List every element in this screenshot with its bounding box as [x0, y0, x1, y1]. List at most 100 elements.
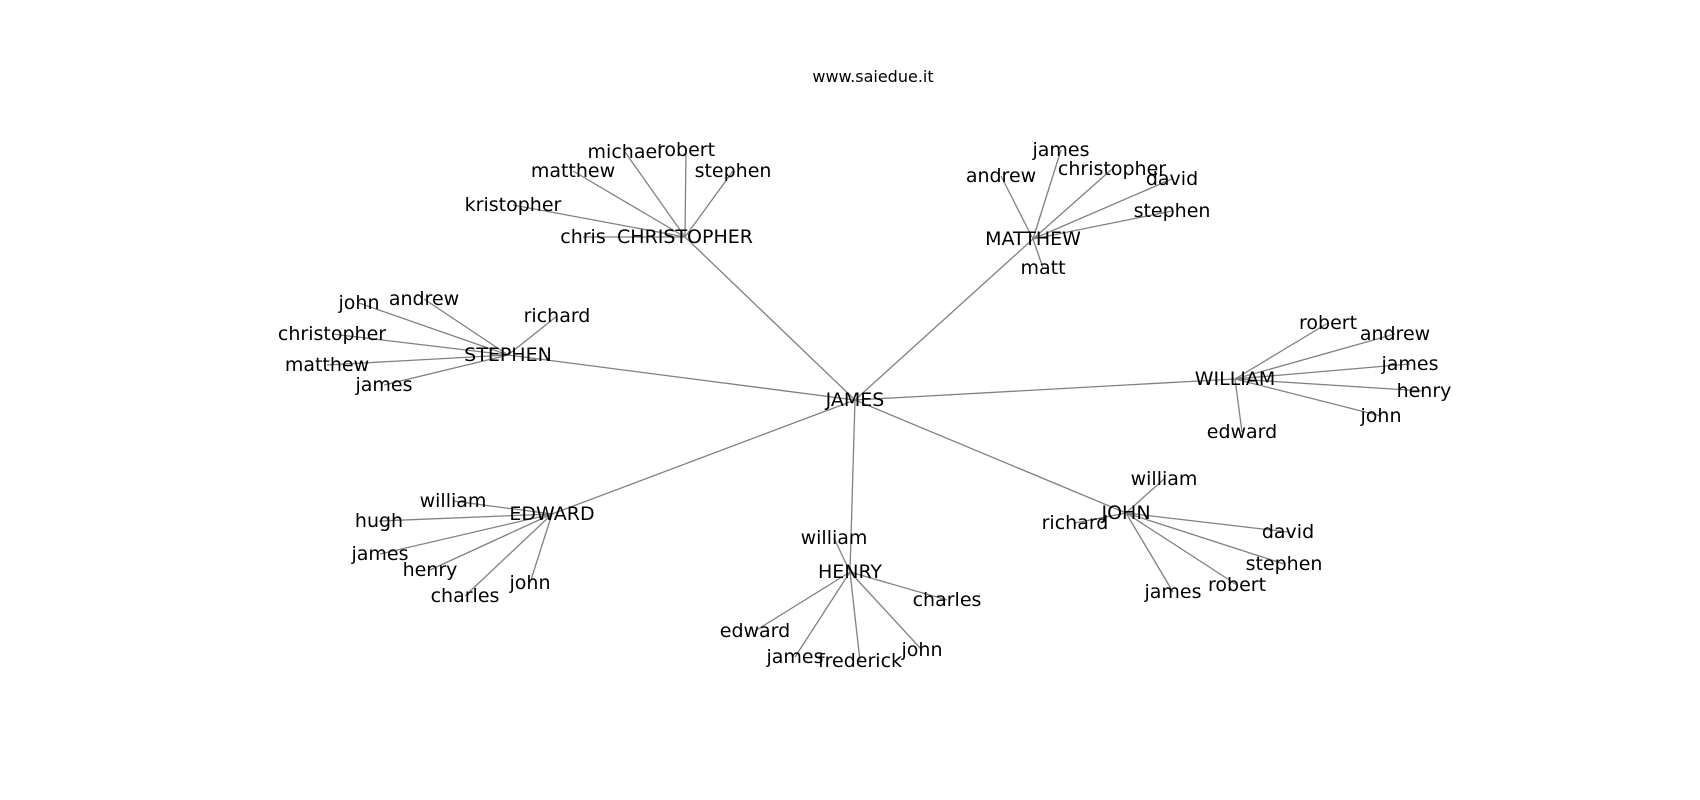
edge-hub-to-leaf: [849, 571, 861, 662]
leaf-node-label: matthew: [531, 160, 615, 182]
edge-center-to-hub: [684, 236, 856, 401]
leaf-node-label: stephen: [1134, 200, 1211, 222]
edge-hub-to-leaf: [1032, 210, 1173, 240]
leaf-node-label: james: [1031, 139, 1089, 161]
leaf-node-label: robert: [657, 139, 715, 161]
edge-center-to-hub: [854, 238, 1034, 401]
edge-hub-to-leaf: [849, 571, 923, 651]
leaf-node-label: kristopher: [465, 194, 562, 216]
leaf-node-label: andrew: [1360, 323, 1430, 345]
leaf-node-label: william: [420, 490, 487, 512]
leaf-node-label: david: [1146, 168, 1198, 190]
edge-hub-to-leaf: [833, 537, 851, 573]
edge-hub-to-leaf: [1234, 322, 1329, 380]
leaf-node-label: edward: [720, 620, 790, 642]
hub-node-label: JOHN: [1100, 502, 1150, 524]
leaf-node-label: james: [350, 543, 408, 565]
edge-center-to-hub: [507, 354, 856, 401]
leaf-node-label: richard: [1042, 512, 1109, 534]
leaf-node-label: william: [1131, 468, 1198, 490]
edge-hub-to-leaf: [1234, 378, 1425, 392]
hub-node-label: HENRY: [818, 561, 882, 583]
leaf-node-label: michael: [588, 141, 663, 163]
edge-hub-to-leaf: [794, 571, 851, 658]
edge-hub-to-leaf: [1125, 512, 1238, 586]
leaf-node-label: james: [1143, 581, 1201, 603]
leaf-node-label: frederick: [818, 650, 902, 672]
edge-hub-to-leaf: [1032, 168, 1113, 240]
leaf-node-label: james: [765, 646, 823, 668]
leaf-node-label: hugh: [355, 510, 403, 532]
edge-hub-to-leaf: [1125, 512, 1174, 593]
edges-layer: [326, 149, 1425, 662]
edge-center-to-hub: [551, 399, 856, 515]
edge-hub-to-leaf: [754, 571, 851, 632]
edge-hub-to-leaf: [1074, 512, 1127, 524]
edge-hub-to-leaf: [507, 315, 558, 356]
edge-hub-to-leaf: [572, 170, 686, 238]
leaf-node-label: robert: [1299, 312, 1357, 334]
leaf-node-label: william: [801, 527, 868, 549]
leaf-node-label: andrew: [966, 165, 1036, 187]
leaf-node-label: david: [1262, 521, 1314, 543]
edge-hub-to-leaf: [429, 513, 553, 571]
leaf-node-label: stephen: [695, 160, 772, 182]
leaf-node-label: richard: [524, 305, 591, 327]
leaf-node-label: charles: [913, 589, 982, 611]
edge-hub-to-leaf: [1234, 363, 1411, 380]
edge-hub-to-leaf: [529, 513, 553, 584]
leaf-node-label: john: [509, 572, 551, 594]
hub-node-label: STEPHEN: [464, 344, 552, 366]
edge-hub-to-leaf: [684, 149, 687, 238]
leaf-node-label: henry: [1397, 380, 1452, 402]
edge-hub-to-leaf: [379, 513, 553, 555]
edge-hub-to-leaf: [1032, 238, 1044, 269]
leaf-node-label: matthew: [285, 354, 369, 376]
edge-hub-to-leaf: [464, 513, 553, 597]
edge-hub-to-leaf: [684, 170, 734, 238]
hub-node-label: CHRISTOPHER: [617, 226, 753, 248]
edge-hub-to-leaf: [1032, 178, 1173, 240]
edge-hub-to-leaf: [326, 354, 509, 366]
leaf-node-label: john: [901, 639, 943, 661]
leaf-node-label: christopher: [1058, 158, 1166, 180]
edge-hub-to-leaf: [1032, 149, 1062, 240]
leaf-node-label: charles: [431, 585, 500, 607]
hub-node-label: WILLIAM: [1195, 368, 1276, 390]
site-label: www.saiedue.it: [812, 67, 933, 86]
edge-hub-to-leaf: [1000, 175, 1034, 240]
edge-hub-to-leaf: [423, 298, 509, 356]
edge-hub-to-leaf: [452, 500, 553, 515]
edge-hub-to-leaf: [1234, 378, 1243, 433]
leaf-node-label: henry: [403, 559, 458, 581]
hub-node-label: EDWARD: [509, 503, 594, 525]
leaf-node-label: christopher: [278, 323, 386, 345]
center-node-label: JAMES: [825, 389, 885, 411]
edge-hub-to-leaf: [358, 302, 509, 356]
leaf-node-label: robert: [1208, 574, 1266, 596]
leaf-node-label: chris: [560, 226, 605, 248]
edge-hub-to-leaf: [1234, 378, 1382, 417]
edge-hub-to-leaf: [512, 204, 686, 238]
edge-hub-to-leaf: [1234, 333, 1396, 380]
leaf-node-label: john: [1360, 405, 1402, 427]
edge-hub-to-leaf: [1125, 512, 1289, 533]
leaf-node-label: james: [1380, 353, 1438, 375]
leaf-node-label: stephen: [1246, 553, 1323, 575]
hub-node-label: MATTHEW: [985, 228, 1081, 250]
edge-hub-to-leaf: [378, 513, 553, 522]
edge-center-to-hub: [854, 399, 1127, 514]
edge-hub-to-leaf: [331, 333, 509, 356]
leaf-node-label: matt: [1020, 257, 1065, 279]
edge-hub-to-leaf: [383, 354, 509, 386]
leaf-node-label: john: [338, 292, 380, 314]
edge-hub-to-leaf: [1125, 478, 1165, 514]
edge-hub-to-leaf: [624, 151, 686, 238]
leaf-node-label: andrew: [389, 288, 459, 310]
edge-center-to-hub: [849, 399, 856, 573]
edge-hub-to-leaf: [1125, 512, 1285, 565]
leaf-node-label: edward: [1207, 421, 1277, 443]
labels-layer: JAMESCHRISTOPHERchriskristophermatthewmi…: [278, 139, 1452, 672]
edge-hub-to-leaf: [849, 571, 948, 601]
